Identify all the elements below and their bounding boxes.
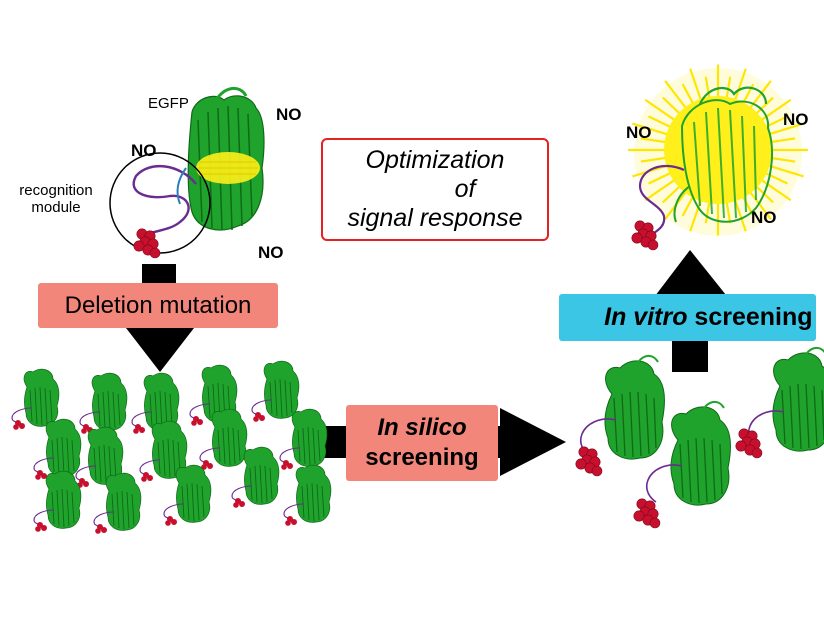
fluorescence-glow-icon <box>628 64 808 236</box>
selected-proteins <box>575 346 824 529</box>
no-label: NO <box>258 243 284 262</box>
egfp-label: EGFP <box>148 95 189 112</box>
mini-protein <box>279 408 328 471</box>
mutant-library <box>11 360 332 535</box>
glow-ray <box>756 98 792 125</box>
no-label: NO <box>131 141 157 160</box>
egfp-protein-bright-icon <box>631 86 773 251</box>
in-silico-rest: screening <box>365 444 479 471</box>
optimization-line2: of <box>454 175 476 203</box>
mini-protein <box>79 372 128 435</box>
optimization-line3: signal response <box>347 204 523 232</box>
in-vitro-italic: In vitro <box>604 303 688 331</box>
in-vitro-rest: screening <box>687 303 813 331</box>
glow-ray <box>644 175 680 202</box>
glow-ray <box>644 98 680 125</box>
optimization-box: Optimization of signal response <box>321 138 549 241</box>
in-silico-italic: In silico <box>377 414 467 441</box>
no-label: NO <box>751 208 777 227</box>
mini-protein <box>283 464 332 527</box>
mini-protein <box>33 470 82 533</box>
recognition-module-label: recognition module <box>2 182 110 217</box>
deletion-mutation-box: Deletion mutation <box>38 283 278 328</box>
glow-ray <box>632 122 673 137</box>
deletion-mutation-label: Deletion mutation <box>64 291 252 319</box>
mini-protein <box>11 368 60 431</box>
recognition-line2: module <box>31 198 81 216</box>
optimization-line1: Optimization <box>365 146 505 174</box>
recognition-module-circle <box>109 152 211 259</box>
mini-protein <box>199 408 248 471</box>
in-silico-box: In silico screening <box>346 405 498 481</box>
chromophore-glow-small <box>196 152 260 184</box>
large-protein <box>575 354 666 477</box>
recognition-line1: recognition <box>19 182 93 199</box>
glow-ray <box>756 175 792 202</box>
no-label: NO <box>626 123 652 142</box>
no-label: NO <box>276 105 302 124</box>
large-protein <box>735 346 824 459</box>
mini-protein <box>251 360 300 423</box>
in-vitro-box: In vitro screening <box>559 294 816 341</box>
no-label: NO <box>783 110 809 129</box>
mini-protein <box>33 418 82 481</box>
